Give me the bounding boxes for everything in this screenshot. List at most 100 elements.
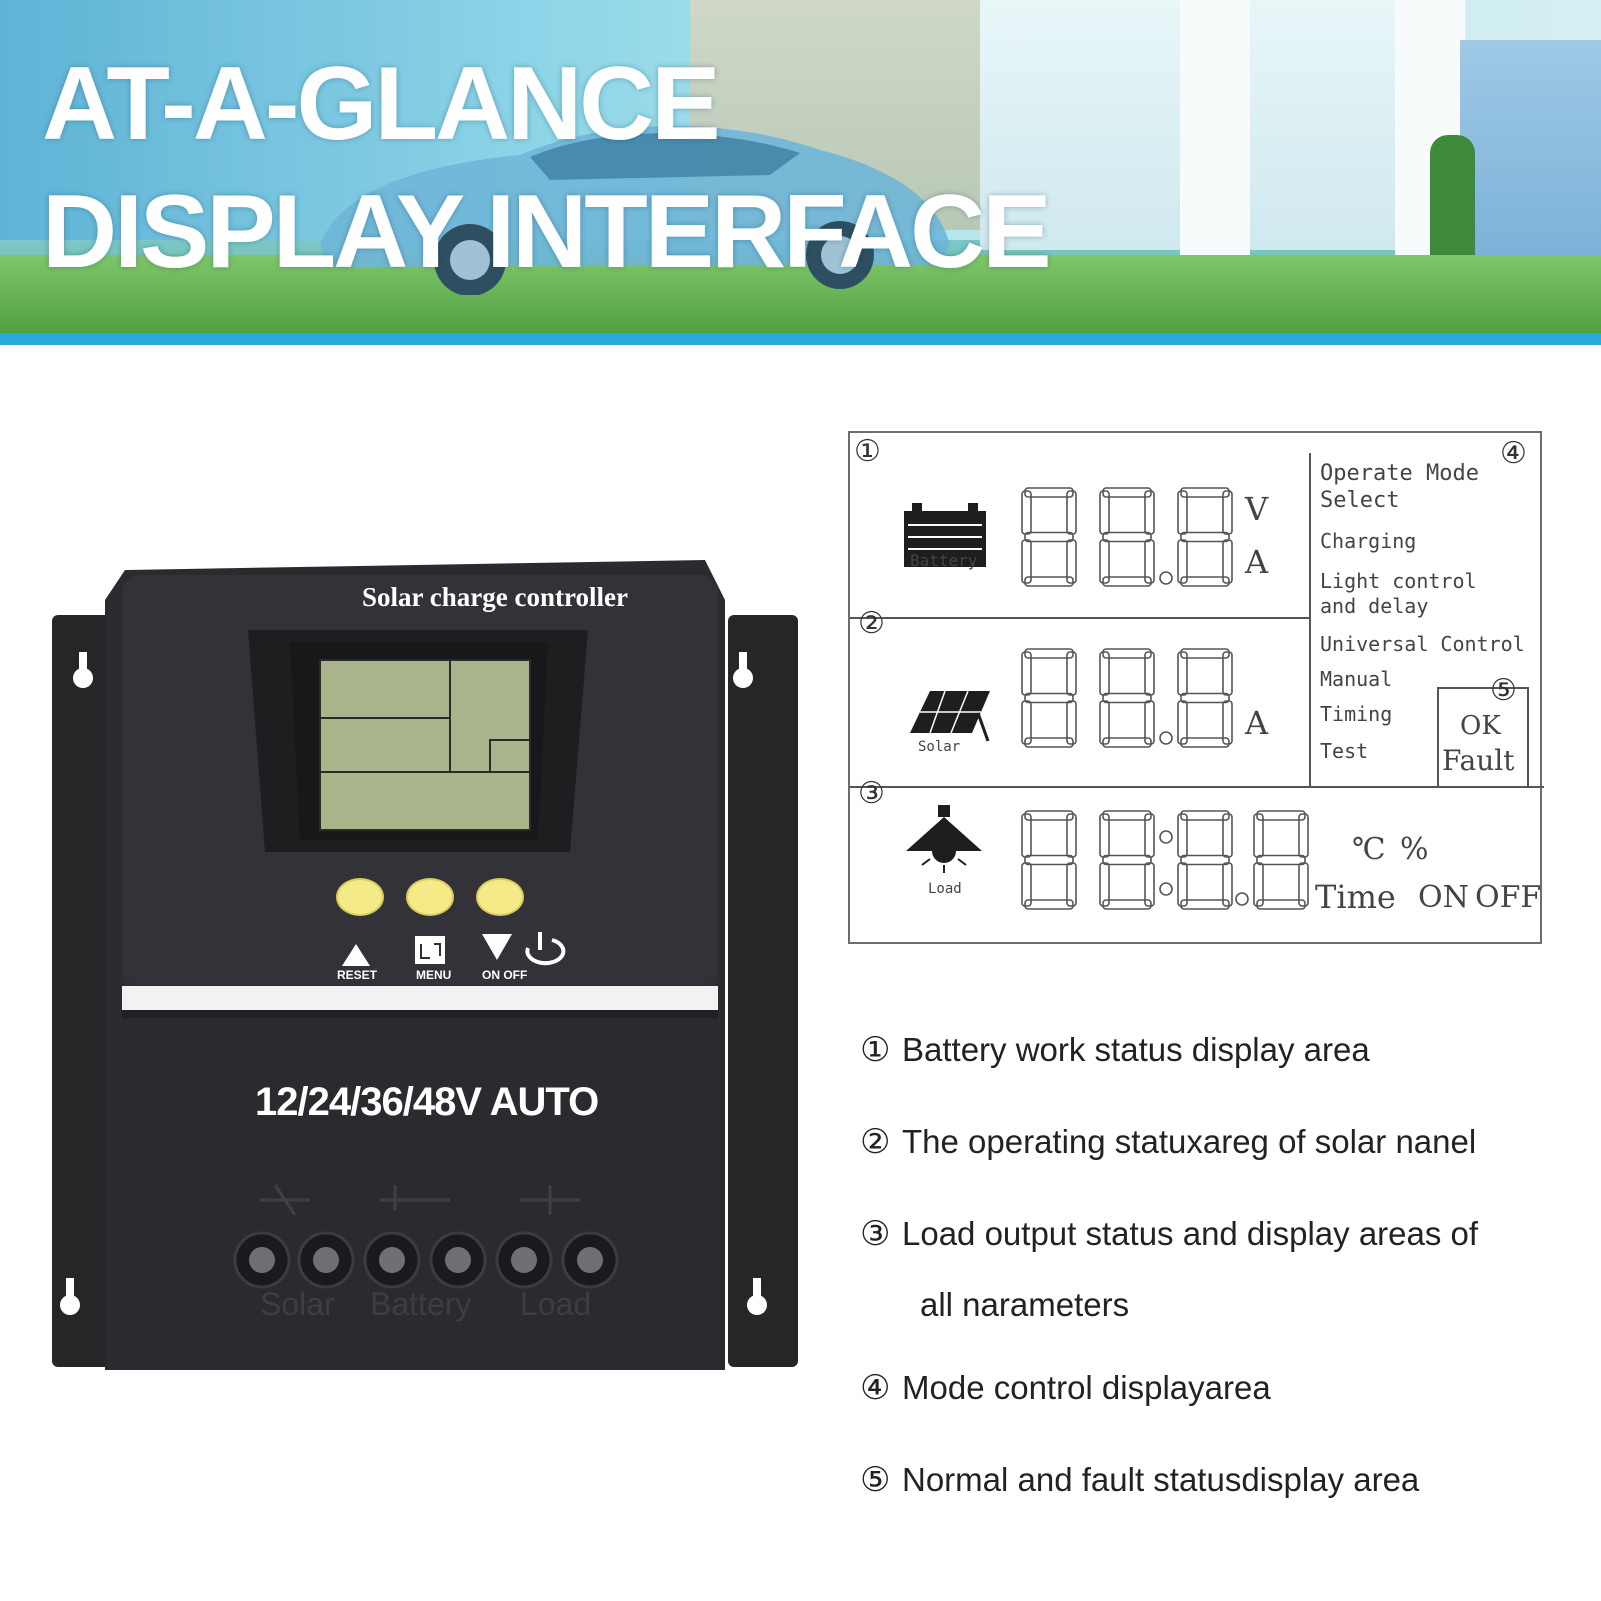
segment <box>1253 813 1264 858</box>
segment <box>1102 648 1152 659</box>
segment <box>1102 487 1152 498</box>
marker-5: ⑤ <box>1490 673 1517 708</box>
diagram-lines <box>850 453 1544 910</box>
segment <box>1066 862 1077 907</box>
segment <box>1066 813 1077 858</box>
banner-grass <box>0 255 1601 335</box>
marker-4: ④ <box>1500 436 1527 471</box>
battery-unit-v: V <box>1245 490 1269 528</box>
segment <box>1177 813 1188 858</box>
segment <box>1253 862 1264 907</box>
segment <box>1021 490 1032 535</box>
legend-text: Load output status and display areas of <box>902 1215 1479 1252</box>
segment-dot <box>1235 892 1249 906</box>
legend-text: Mode control displayarea <box>902 1369 1271 1406</box>
segment <box>1021 651 1032 696</box>
segment <box>1180 810 1230 821</box>
segment <box>1066 490 1077 535</box>
segment <box>1066 700 1077 745</box>
segment <box>1102 531 1152 543</box>
segment-dot <box>1159 571 1173 585</box>
segment <box>1222 490 1233 535</box>
segment <box>1180 487 1230 498</box>
segment <box>1298 862 1309 907</box>
segment <box>1180 648 1230 659</box>
segment <box>1180 854 1230 866</box>
segment <box>1177 490 1188 535</box>
segment <box>1024 737 1074 748</box>
legend-marker: ③ <box>860 1214 891 1254</box>
segment <box>1180 737 1230 748</box>
segment <box>1222 862 1233 907</box>
banner-window <box>1460 40 1601 270</box>
mode-item-manual: Manual <box>1320 667 1393 691</box>
banner-title-line2: DISPLAY INTERFACE <box>42 174 1052 290</box>
mode-item-test: Test <box>1320 739 1369 763</box>
menu-button[interactable] <box>406 878 454 916</box>
segment <box>1144 539 1155 584</box>
controller-title: Solar charge controller <box>362 582 628 612</box>
segment <box>1099 700 1110 745</box>
status-ok: OK <box>1460 711 1501 741</box>
mode-item-and-delay: and delay <box>1320 594 1429 618</box>
segment <box>1180 899 1230 910</box>
load-unit-percent: % <box>1400 832 1429 867</box>
legend-text: Battery work status display area <box>902 1031 1370 1068</box>
controller-body <box>52 560 798 1370</box>
segment <box>1102 737 1152 748</box>
segment <box>1024 531 1074 543</box>
solar-caption: Solar <box>918 739 961 755</box>
segment <box>1144 862 1155 907</box>
segment <box>1024 854 1074 866</box>
segment <box>1144 490 1155 535</box>
segment <box>1099 862 1110 907</box>
segment <box>1102 854 1152 866</box>
battery-unit-a: A <box>1245 543 1269 581</box>
load-label-on: ON <box>1418 880 1469 915</box>
on-off-label: ON OFF <box>482 968 528 982</box>
segment <box>1099 539 1110 584</box>
load-unit-celsius: ℃ <box>1352 832 1386 867</box>
segment <box>1222 539 1233 584</box>
segment <box>1298 813 1309 858</box>
car-image <box>320 126 950 295</box>
mode-item-light-control: Light control <box>1320 569 1477 593</box>
segment <box>1222 700 1233 745</box>
voltage-label: 12/24/36/48V AUTO <box>255 1080 599 1124</box>
menu-label: MENU <box>416 968 452 982</box>
mode-item-universal-control: Universal Control <box>1320 632 1525 656</box>
segment <box>1024 899 1074 910</box>
lcd-layout-diagram: ① ② ③ ④ ⑤ Battery Solar Load V A A ℃ % T… <box>848 431 1544 944</box>
segment <box>1024 692 1074 704</box>
segment <box>1256 854 1306 866</box>
segment <box>1021 539 1032 584</box>
reset-button[interactable] <box>336 878 384 916</box>
legend-text: Normal and fault statusdisplay area <box>902 1461 1420 1498</box>
segment <box>1144 651 1155 696</box>
segment <box>1024 576 1074 587</box>
legend-text: all narameters <box>920 1286 1130 1323</box>
segment <box>1099 813 1110 858</box>
segment <box>1066 539 1077 584</box>
segment <box>1177 539 1188 584</box>
load-caption: Load <box>928 881 962 897</box>
terminal-label-solar: Solar <box>260 1286 335 1322</box>
terminal-label-load: Load <box>520 1286 592 1322</box>
marker-1: ① <box>854 434 881 469</box>
on-off-button[interactable] <box>476 878 524 916</box>
legend-item-5: ⑤ Normal and fault statusdisplay area <box>860 1460 1419 1500</box>
segment <box>1066 651 1077 696</box>
status-fault: Fault <box>1442 744 1515 777</box>
mode-item-charging: Charging <box>1320 529 1417 553</box>
segment <box>1024 487 1074 498</box>
load-label-off: OFF <box>1475 880 1542 915</box>
banner-stripe <box>0 333 1601 345</box>
mode-item-timing: Timing <box>1320 702 1393 726</box>
segment <box>1099 651 1110 696</box>
marker-3: ③ <box>858 776 885 811</box>
segment <box>1021 813 1032 858</box>
legend-marker: ⑤ <box>860 1460 891 1500</box>
legend-text: The operating statuxareg of solar nanel <box>902 1123 1477 1160</box>
